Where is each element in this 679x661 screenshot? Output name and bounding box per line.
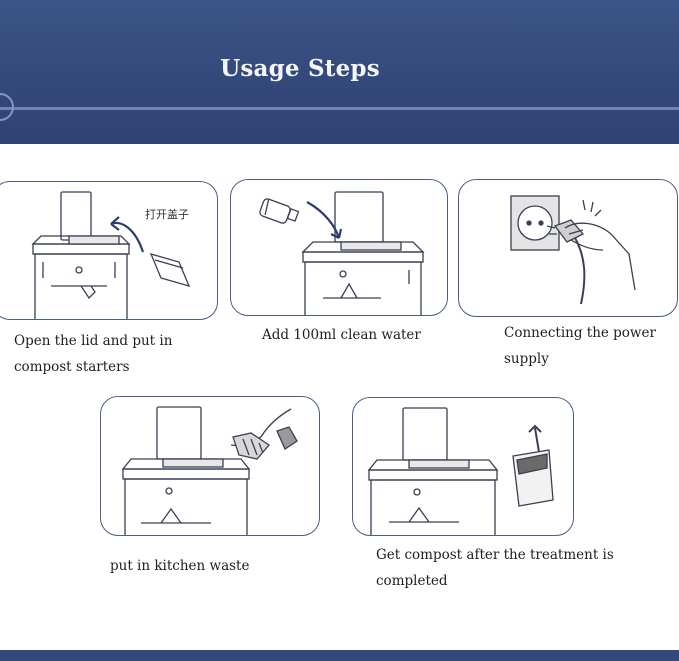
step-1-caption-line-2: compost starters bbox=[14, 359, 130, 375]
step-4-caption-line-1: put in kitchen waste bbox=[110, 558, 250, 574]
bin-compost-bag-icon bbox=[367, 407, 554, 535]
step-1-caption-line-1: Open the lid and put in bbox=[14, 333, 173, 349]
step-1-panel: 打开盖子 bbox=[0, 181, 218, 320]
step-5-caption: Get compost after the treatment is compl… bbox=[376, 542, 676, 594]
page-title: Usage Steps bbox=[220, 55, 380, 82]
bin-add-water-icon bbox=[259, 191, 425, 315]
step-2-caption: Add 100ml clean water bbox=[262, 322, 452, 348]
banner-ornament bbox=[0, 93, 14, 121]
power-plug-icon bbox=[510, 195, 636, 305]
bin-open-lid-icon: 打开盖子 bbox=[31, 191, 191, 319]
step-3-caption-line-2: supply bbox=[504, 351, 549, 367]
step-2-panel bbox=[230, 179, 448, 316]
step-5-caption-line-1: Get compost after the treatment is compl… bbox=[376, 547, 614, 589]
bin-kitchen-waste-icon bbox=[121, 406, 298, 535]
step-3-caption-line-1: Connecting the power bbox=[504, 325, 656, 341]
step-4-caption: put in kitchen waste bbox=[110, 553, 300, 579]
footer-bar bbox=[0, 650, 679, 661]
step-1-annotation: 打开盖子 bbox=[145, 207, 189, 221]
banner-divider bbox=[0, 107, 679, 110]
step-5-panel bbox=[352, 397, 574, 536]
step-3-panel bbox=[458, 179, 678, 317]
step-3-caption: Connecting the power supply bbox=[504, 320, 674, 372]
step-2-caption-line-1: Add 100ml clean water bbox=[262, 327, 421, 343]
header-banner: Usage Steps bbox=[0, 0, 679, 144]
step-1-caption: Open the lid and put in compost starters bbox=[14, 328, 214, 380]
step-4-panel bbox=[100, 396, 320, 536]
